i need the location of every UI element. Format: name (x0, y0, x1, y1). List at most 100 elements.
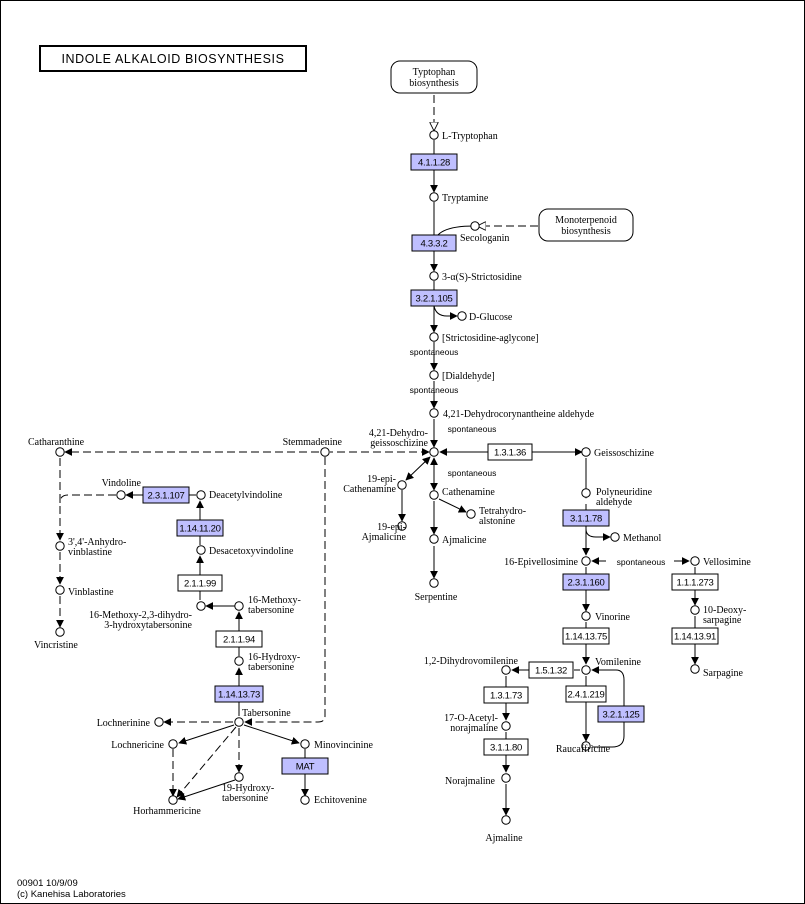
enzyme-1-3-1-73[interactable]: 1.3.1.73 (483, 686, 529, 704)
compound-node[interactable] (429, 192, 439, 202)
compound-16-hydroxytabersonine[interactable]: 16-Hydroxy-tabersonine (234, 652, 300, 673)
compound-node[interactable] (429, 490, 439, 500)
enzyme-3-2-1-105[interactable]: 3.2.1.105 (410, 289, 458, 307)
enzyme-1-14-13-91[interactable]: 1.14.13.91 (671, 627, 719, 645)
compound-dihydrovomilenine[interactable]: 1,2-Dihydrovomilenine (424, 656, 519, 675)
compound-serpentine[interactable]: Serpentine (415, 578, 458, 603)
compound-node[interactable] (429, 130, 439, 140)
enzyme-mat[interactable]: MAT (281, 757, 329, 775)
compound-ajmaline[interactable]: Ajmaline (485, 815, 523, 844)
compound-raucaffricine[interactable]: Raucaffricine (556, 741, 611, 755)
compound-sarpagine[interactable]: Sarpagine (690, 664, 744, 679)
compound-node[interactable] (470, 221, 480, 231)
compound-norajmaline[interactable]: Norajmaline (445, 773, 511, 787)
compound-19-epi-ajmalicine[interactable]: 19-epi-Ajmalicine (362, 521, 407, 543)
compound-node[interactable] (581, 556, 591, 566)
compound-methanol[interactable]: Methanol (610, 532, 662, 544)
compound-node[interactable] (168, 795, 178, 805)
compound-dialdehyde[interactable]: [Dialdehyde] (429, 370, 495, 382)
compound-strictosidine[interactable]: 3-α(S)-Strictosidine (429, 271, 522, 283)
compound-ajmalicine[interactable]: Ajmalicine (429, 534, 487, 546)
compound-node[interactable] (300, 739, 310, 749)
enzyme-1-14-13-75[interactable]: 1.14.13.75 (562, 627, 610, 645)
compound-10-deoxysarpagine[interactable]: 10-Deoxy-sarpagine (690, 605, 747, 626)
compound-node[interactable] (429, 271, 439, 281)
compound-vomilenine[interactable]: Vomilenine (581, 657, 642, 675)
compound-d-glucose[interactable]: D-Glucose (457, 311, 513, 323)
compound-node[interactable] (501, 665, 511, 675)
compound-tetrahydroalstonine[interactable]: Tetrahydro-alstonine (466, 506, 526, 527)
compound-node[interactable] (581, 741, 591, 751)
compound-lochnericine[interactable]: Lochnericine (111, 739, 178, 751)
compound-19-epi-cathenamine[interactable]: 19-epi-Cathenamine (343, 474, 407, 495)
compound-l-tryptophan[interactable]: L-Tryptophan (429, 130, 498, 142)
compound-node[interactable] (429, 370, 439, 380)
enzyme-2-4-1-219[interactable]: 2.4.1.219 (565, 685, 607, 703)
compound-node[interactable] (55, 627, 65, 637)
compound-node[interactable] (429, 447, 439, 457)
compound-node[interactable] (690, 664, 700, 674)
compound-strictosidine-aglycone[interactable]: [Strictosidine-aglycone] (429, 332, 539, 344)
compound-geissoschizine[interactable]: Geissoschizine (581, 447, 655, 459)
compound-node[interactable] (234, 717, 244, 727)
compound-tabersonine[interactable]: Tabersonine (234, 708, 291, 727)
compound-node[interactable] (429, 578, 439, 588)
compound-desacetoxyvindoline[interactable]: Desacetoxyvindoline (196, 545, 294, 557)
compound-node[interactable] (55, 585, 65, 595)
compound-tryptamine[interactable]: Tryptamine (429, 192, 489, 204)
compound-node[interactable] (397, 480, 407, 490)
compound-node[interactable] (581, 665, 591, 675)
compound-node[interactable] (234, 656, 244, 666)
compound-dehydrogeissoschizine[interactable]: 4,21-Dehydro-geissoschizine (369, 428, 439, 457)
compound-node[interactable] (168, 739, 178, 749)
enzyme-1-3-1-36[interactable]: 1.3.1.36 (487, 443, 533, 461)
compound-acetylnorajmaline[interactable]: 17-O-Acetyl-norajmaline (444, 713, 511, 734)
compound-node[interactable] (234, 601, 244, 611)
compound-16-epivellosimine[interactable]: 16-Epivellosimine (504, 556, 591, 568)
compound-secologanin[interactable]: Secologanin (460, 221, 509, 244)
compound-node[interactable] (55, 447, 65, 457)
compound-node[interactable] (501, 815, 511, 825)
compound-vinblastine[interactable]: Vinblastine (55, 585, 114, 598)
enzyme-2-3-1-160[interactable]: 2.3.1.160 (562, 573, 610, 591)
enzyme-2-1-1-99[interactable]: 2.1.1.99 (177, 574, 223, 592)
compound-dehydrocorynantheine-aldehyde[interactable]: 4,21-Dehydrocorynantheine aldehyde (429, 408, 595, 420)
compound-node[interactable] (300, 795, 310, 805)
compound-node[interactable] (501, 721, 511, 731)
enzyme-4-3-3-2[interactable]: 4.3.3.2 (411, 234, 457, 252)
compound-node[interactable] (581, 611, 591, 621)
enzyme-4-1-1-28[interactable]: 4.1.1.28 (410, 153, 458, 171)
compound-node[interactable] (466, 509, 476, 519)
enzyme-3-1-1-78[interactable]: 3.1.1.78 (562, 509, 610, 527)
enzyme-1-1-1-273[interactable]: 1.1.1.273 (671, 573, 719, 591)
compound-node[interactable] (196, 601, 206, 611)
compound-node[interactable] (234, 772, 244, 782)
compound-node[interactable] (690, 605, 700, 615)
enzyme-1-5-1-32[interactable]: 1.5.1.32 (528, 661, 574, 679)
compound-node[interactable] (429, 534, 439, 544)
compound-horhammericine[interactable]: Horhammericine (133, 795, 201, 817)
compound-deacetylvindoline[interactable]: Deacetylvindoline (196, 490, 283, 501)
compound-node[interactable] (429, 408, 439, 418)
compound-lochnerinine[interactable]: Lochnerinine (97, 717, 164, 729)
compound-node[interactable] (581, 447, 591, 457)
compound-node[interactable] (429, 332, 439, 342)
compound-node[interactable] (55, 541, 65, 551)
compound-19-hydroxytabersonine[interactable]: 19-Hydroxy-tabersonine (222, 772, 274, 804)
compound-stemmadenine[interactable]: Stemmadenine (283, 437, 343, 457)
compound-node[interactable] (397, 521, 407, 531)
compound-cathenamine[interactable]: Cathenamine (429, 487, 496, 500)
enzyme-2-3-1-107[interactable]: 2.3.1.107 (142, 486, 190, 504)
compound-node[interactable] (610, 532, 620, 542)
compound-catharanthine[interactable]: Catharanthine (28, 437, 85, 457)
enzyme-1-14-13-73[interactable]: 1.14.13.73 (214, 685, 264, 703)
compound-node[interactable] (457, 311, 467, 321)
compound-vindoline[interactable]: Vindoline (102, 478, 142, 500)
compound-vincristine[interactable]: Vincristine (34, 627, 78, 651)
compound-node[interactable] (154, 717, 164, 727)
compound-node[interactable] (116, 490, 126, 500)
compound-node[interactable] (501, 773, 511, 783)
